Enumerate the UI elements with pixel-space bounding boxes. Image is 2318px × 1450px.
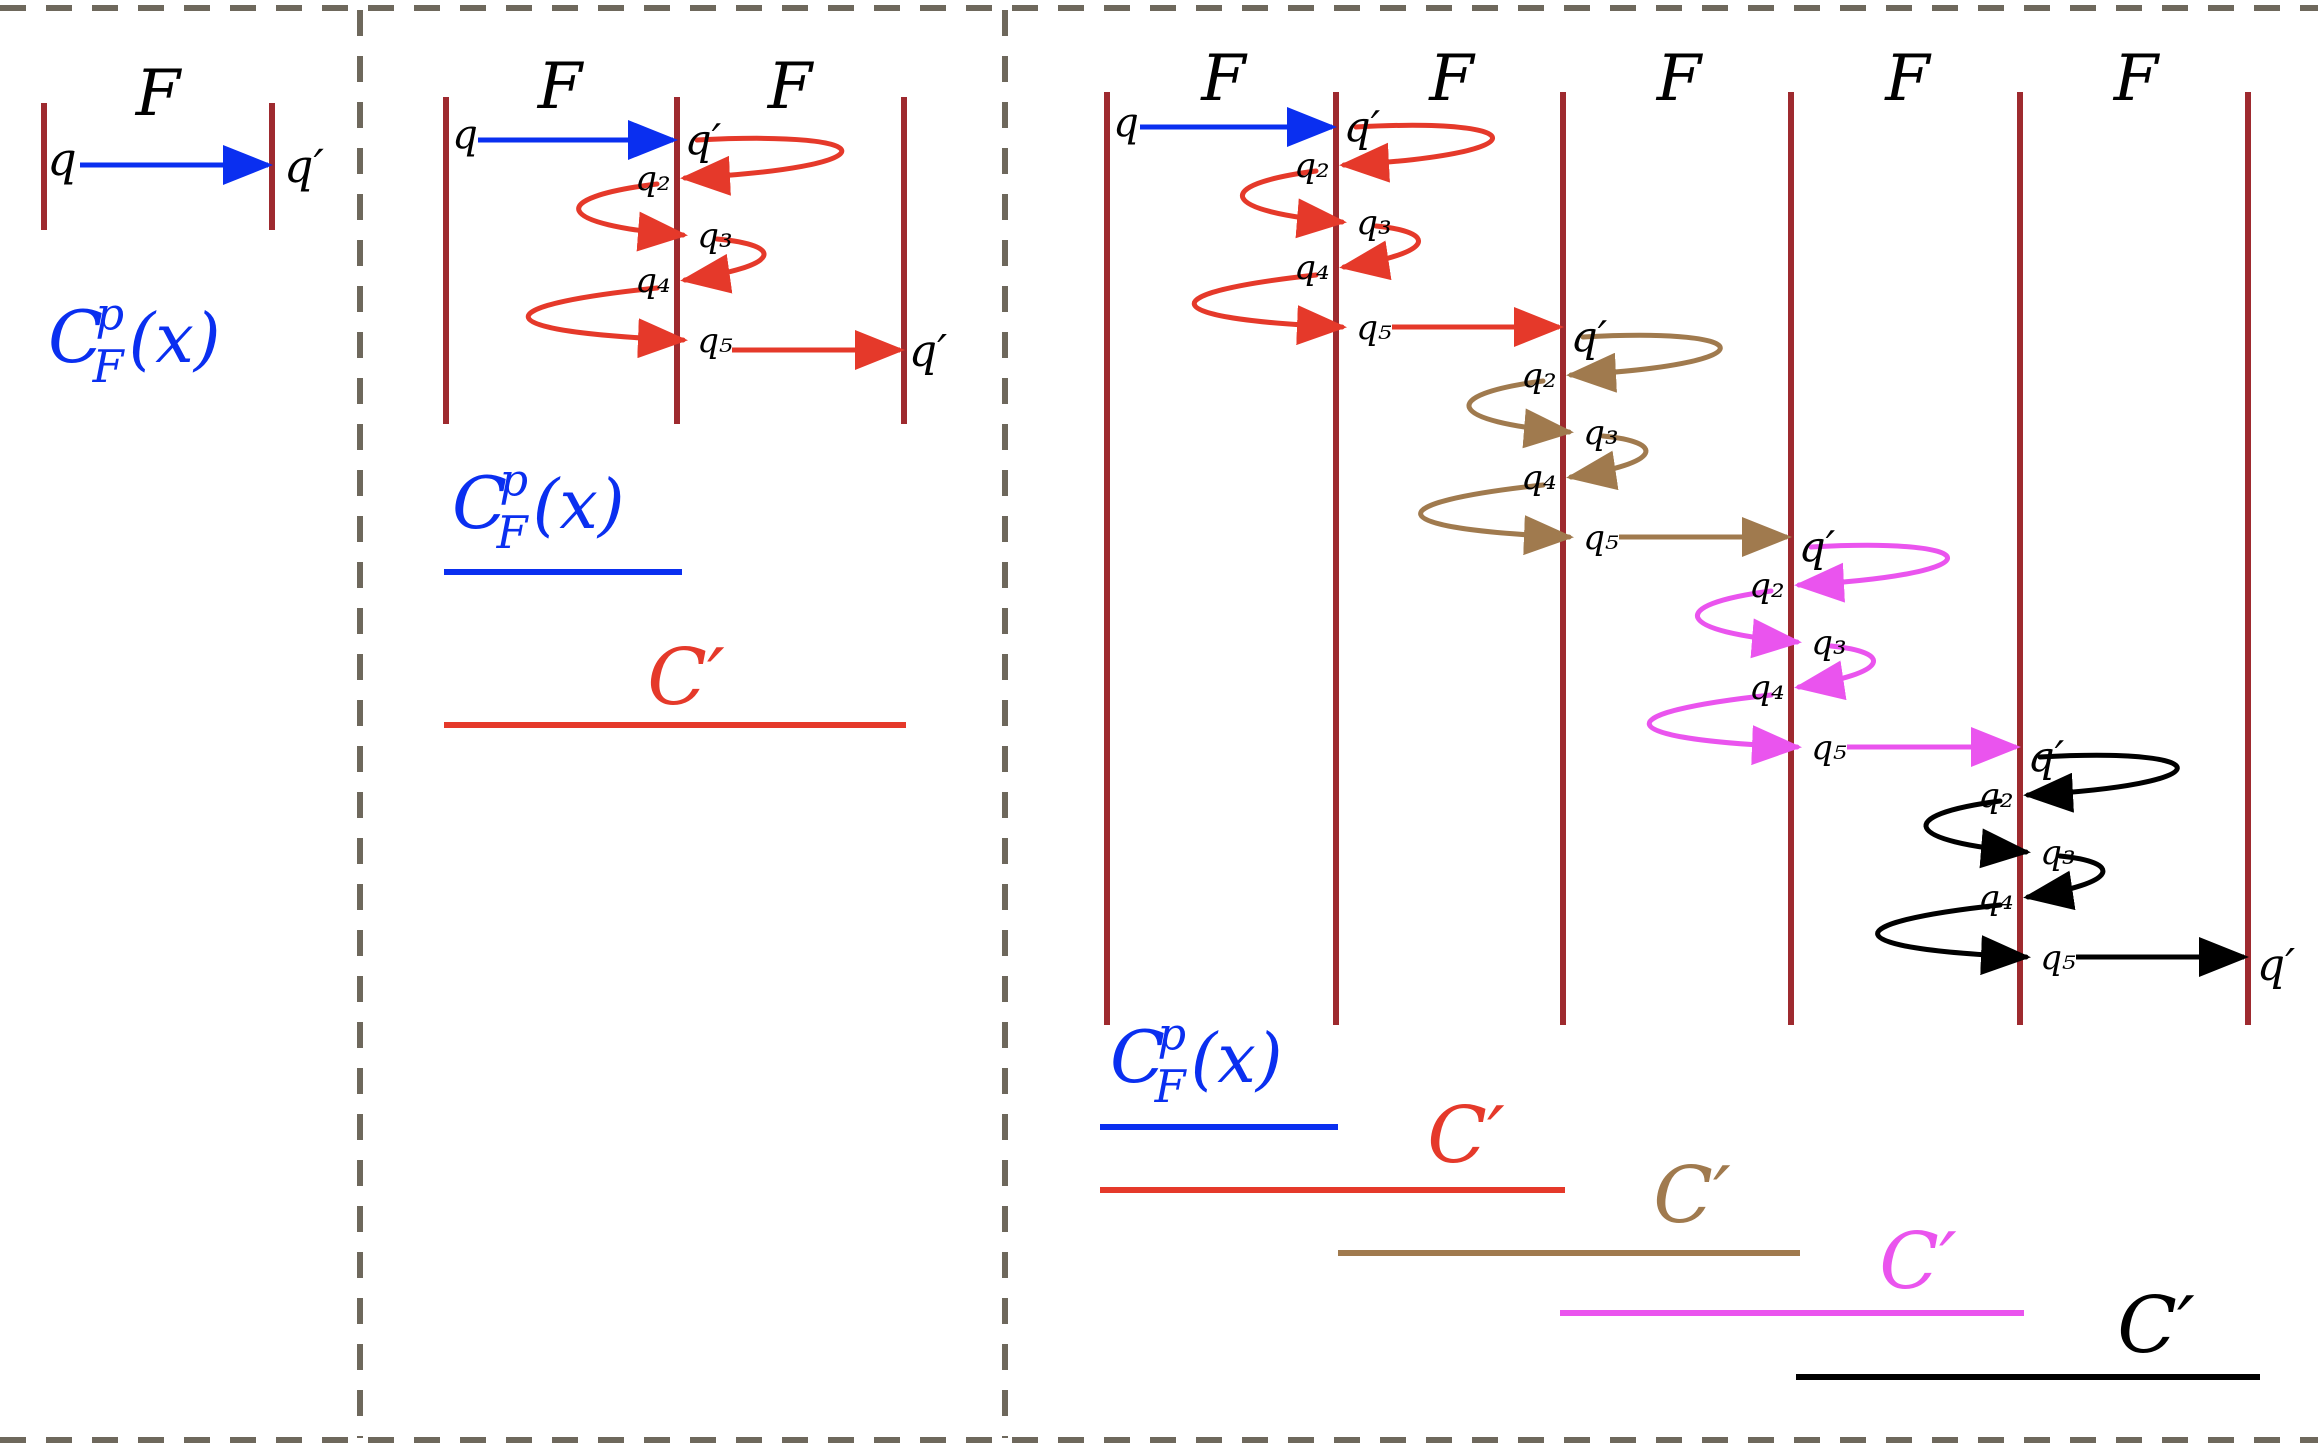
p3-black-label-q3: q₃ xyxy=(2040,833,2075,873)
p2-label-cpfx-arg: (x) xyxy=(533,466,625,545)
p3-label-cprime-red: C′ xyxy=(1427,1091,1505,1181)
p3-magenta-label-qprime: q′ xyxy=(1799,522,1836,571)
p2-label-q2: q₂ xyxy=(635,159,670,199)
p3-label-cpfx-sub: F xyxy=(1154,1061,1188,1113)
p3-label-F1: F xyxy=(1200,42,1248,116)
p3-label-cprime-brown: C′ xyxy=(1653,1151,1731,1241)
p3-black-arrow-q3-q4 xyxy=(2023,853,2106,911)
p3-label-cpfx-arg: (x) xyxy=(1191,1020,1283,1099)
p3-brown-arrow-q2-q3 xyxy=(1466,378,1574,449)
p2-label-cpfx-C: C xyxy=(452,461,507,545)
p3-red-label-q4: q₄ xyxy=(1294,248,1329,288)
p3-label-q: q xyxy=(1113,100,1139,146)
p3-red-label-q2: q₂ xyxy=(1294,146,1329,186)
block-boundaries xyxy=(41,92,2251,1025)
p3-label-F3: F xyxy=(1656,42,1704,116)
p1-label-q: q xyxy=(47,132,76,186)
p3-magenta-label-q3: q₃ xyxy=(1811,623,1846,663)
p1-label-cpfx-sub: F xyxy=(92,341,126,393)
p3-magenta-arrow-q2-q3 xyxy=(1694,588,1802,659)
p3-black-label-q4: q₄ xyxy=(1978,878,2013,918)
p3-label-cprime-magenta: C′ xyxy=(1879,1217,1957,1307)
panel-frame xyxy=(0,5,2318,1443)
p3-brown-label-q5: q₅ xyxy=(1583,518,1619,558)
p2-label-cpfx-sup: p xyxy=(500,455,529,507)
p1-label-cpfx: CpF(x) xyxy=(48,289,221,394)
p3-label-cprime-black: C′ xyxy=(2117,1281,2195,1371)
p2-label-F1: F xyxy=(537,50,585,124)
p3-magenta-label-q4: q₄ xyxy=(1749,668,1784,708)
p3-brown-label-qprime: q′ xyxy=(1571,312,1608,361)
span-bars xyxy=(444,569,2260,1380)
p3-magenta-label-q5: q₅ xyxy=(1811,728,1847,768)
p2-arrow-qprime-q2 xyxy=(680,135,845,196)
p3-brown-label-q2: q₂ xyxy=(1521,356,1556,396)
p3-black-arrow-q2-q3 xyxy=(1923,798,2031,869)
p3-brown-arrow-q3-q4 xyxy=(1566,433,1649,491)
p1-label-cpfx-arg: (x) xyxy=(129,300,221,379)
p2-label-q5: q₅ xyxy=(697,321,733,361)
p2-label-cpfx: CpF(x) xyxy=(452,455,625,560)
p3-red-label-qprime: q′ xyxy=(1344,102,1381,151)
p3-label-cpfx-sup: p xyxy=(1158,1009,1187,1061)
p3-brown-arrow-q4-q5 xyxy=(1418,482,1574,556)
p3-label-F4: F xyxy=(1884,42,1932,116)
p2-label-q: q xyxy=(452,112,478,158)
p1-label-cpfx-sup: p xyxy=(96,289,125,341)
p1-label-qprime: q′ xyxy=(284,139,324,193)
p3-red-arrow-q4-q5 xyxy=(1191,272,1347,346)
p1-label-F: F xyxy=(135,57,183,131)
p2-label-qprime: q′ xyxy=(685,115,722,164)
p3-magenta-label-q2: q₂ xyxy=(1749,566,1784,606)
p3-red-label-q5: q₅ xyxy=(1356,308,1392,348)
p3-label-qprime-end: q′ xyxy=(2257,940,2295,991)
p3-red-arrow-q3-q4 xyxy=(1339,223,1421,281)
p3-label-F2: F xyxy=(1428,42,1476,116)
p3-black-arrow-qprime-q2 xyxy=(2023,752,2180,813)
p3-label-cpfx: CpF(x) xyxy=(1110,1009,1283,1114)
p3-black-arrow-q4-q5 xyxy=(1875,902,2031,976)
p2-arrow-q3-q4 xyxy=(680,236,767,294)
p3-magenta-arrow-qprime-q2 xyxy=(1794,542,1950,603)
p3-red-label-q3: q₃ xyxy=(1356,203,1391,243)
p2-arrow-q2-q3 xyxy=(576,181,688,252)
p1-label-cpfx-C: C xyxy=(48,295,103,379)
p3-label-F5: F xyxy=(2113,42,2161,116)
p2-label-qprime-end: q′ xyxy=(909,326,947,377)
p3-red-arrow-qprime-q2 xyxy=(1339,122,1495,183)
p3-brown-arrow-qprime-q2 xyxy=(1566,332,1723,393)
p3-black-label-qprime: q′ xyxy=(2028,732,2065,781)
p3-red-arrow-q2-q3 xyxy=(1239,168,1347,239)
p3-black-label-q5: q₅ xyxy=(2040,938,2076,978)
p2-label-F2: F xyxy=(767,50,815,124)
p3-brown-label-q3: q₃ xyxy=(1583,413,1618,453)
p3-magenta-arrow-q4-q5 xyxy=(1646,692,1802,766)
p3-magenta-arrow-q3-q4 xyxy=(1794,643,1876,701)
transition-arrows xyxy=(80,107,2249,977)
p2-label-cpfx-sub: F xyxy=(496,507,530,559)
p2-label-cprime: C′ xyxy=(647,633,725,723)
p3-brown-label-q4: q₄ xyxy=(1521,458,1556,498)
p2-arrow-q4-q5 xyxy=(525,285,688,359)
p3-label-cpfx-C: C xyxy=(1110,1015,1165,1099)
p2-label-q3: q₃ xyxy=(697,216,732,256)
p3-black-label-q2: q₂ xyxy=(1978,776,2013,816)
p2-label-q4: q₄ xyxy=(635,261,670,301)
